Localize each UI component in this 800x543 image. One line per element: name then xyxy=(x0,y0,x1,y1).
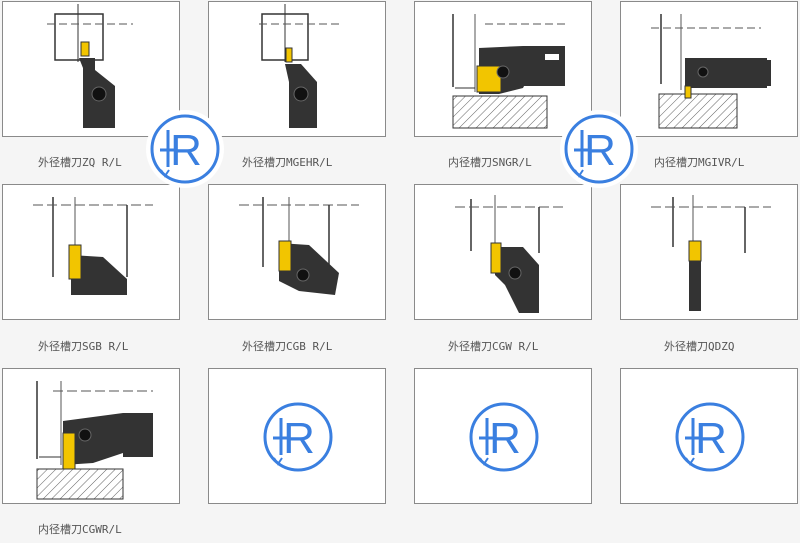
tool-caption[interactable]: 内径槽刀CGWR/L xyxy=(38,523,122,536)
tool-caption[interactable]: 外径槽刀MGEHR/L xyxy=(242,156,333,169)
tool-caption[interactable]: 外径槽刀CGB R/L xyxy=(242,340,333,353)
tool-image-sngr[interactable] xyxy=(414,1,592,137)
tool-image-mgehr[interactable] xyxy=(208,1,386,137)
brand-logo-badge xyxy=(560,110,638,188)
tool-image-qdzq[interactable] xyxy=(620,184,798,320)
tool-image-cgwr[interactable] xyxy=(2,368,180,504)
tool-caption[interactable]: 内径槽刀SNGR/L xyxy=(448,156,532,169)
tool-caption[interactable]: 外径槽刀SGB R/L xyxy=(38,340,129,353)
tool-caption[interactable]: 内径槽刀MGIVR/L xyxy=(654,156,745,169)
tool-caption[interactable]: 外径槽刀ZQ R/L xyxy=(38,156,122,169)
tool-image-sgb[interactable] xyxy=(2,184,180,320)
tool-caption[interactable]: 外径槽刀CGW R/L xyxy=(448,340,539,353)
brand-logo-badge xyxy=(146,110,224,188)
placeholder-cell xyxy=(414,368,592,504)
tool-image-cgb[interactable] xyxy=(208,184,386,320)
tool-caption[interactable]: 外径槽刀QDZQ xyxy=(664,340,735,353)
placeholder-cell xyxy=(208,368,386,504)
tool-image-mgivr[interactable] xyxy=(620,1,798,137)
placeholder-cell xyxy=(620,368,798,504)
tool-image-zq[interactable] xyxy=(2,1,180,137)
tool-image-cgw[interactable] xyxy=(414,184,592,320)
